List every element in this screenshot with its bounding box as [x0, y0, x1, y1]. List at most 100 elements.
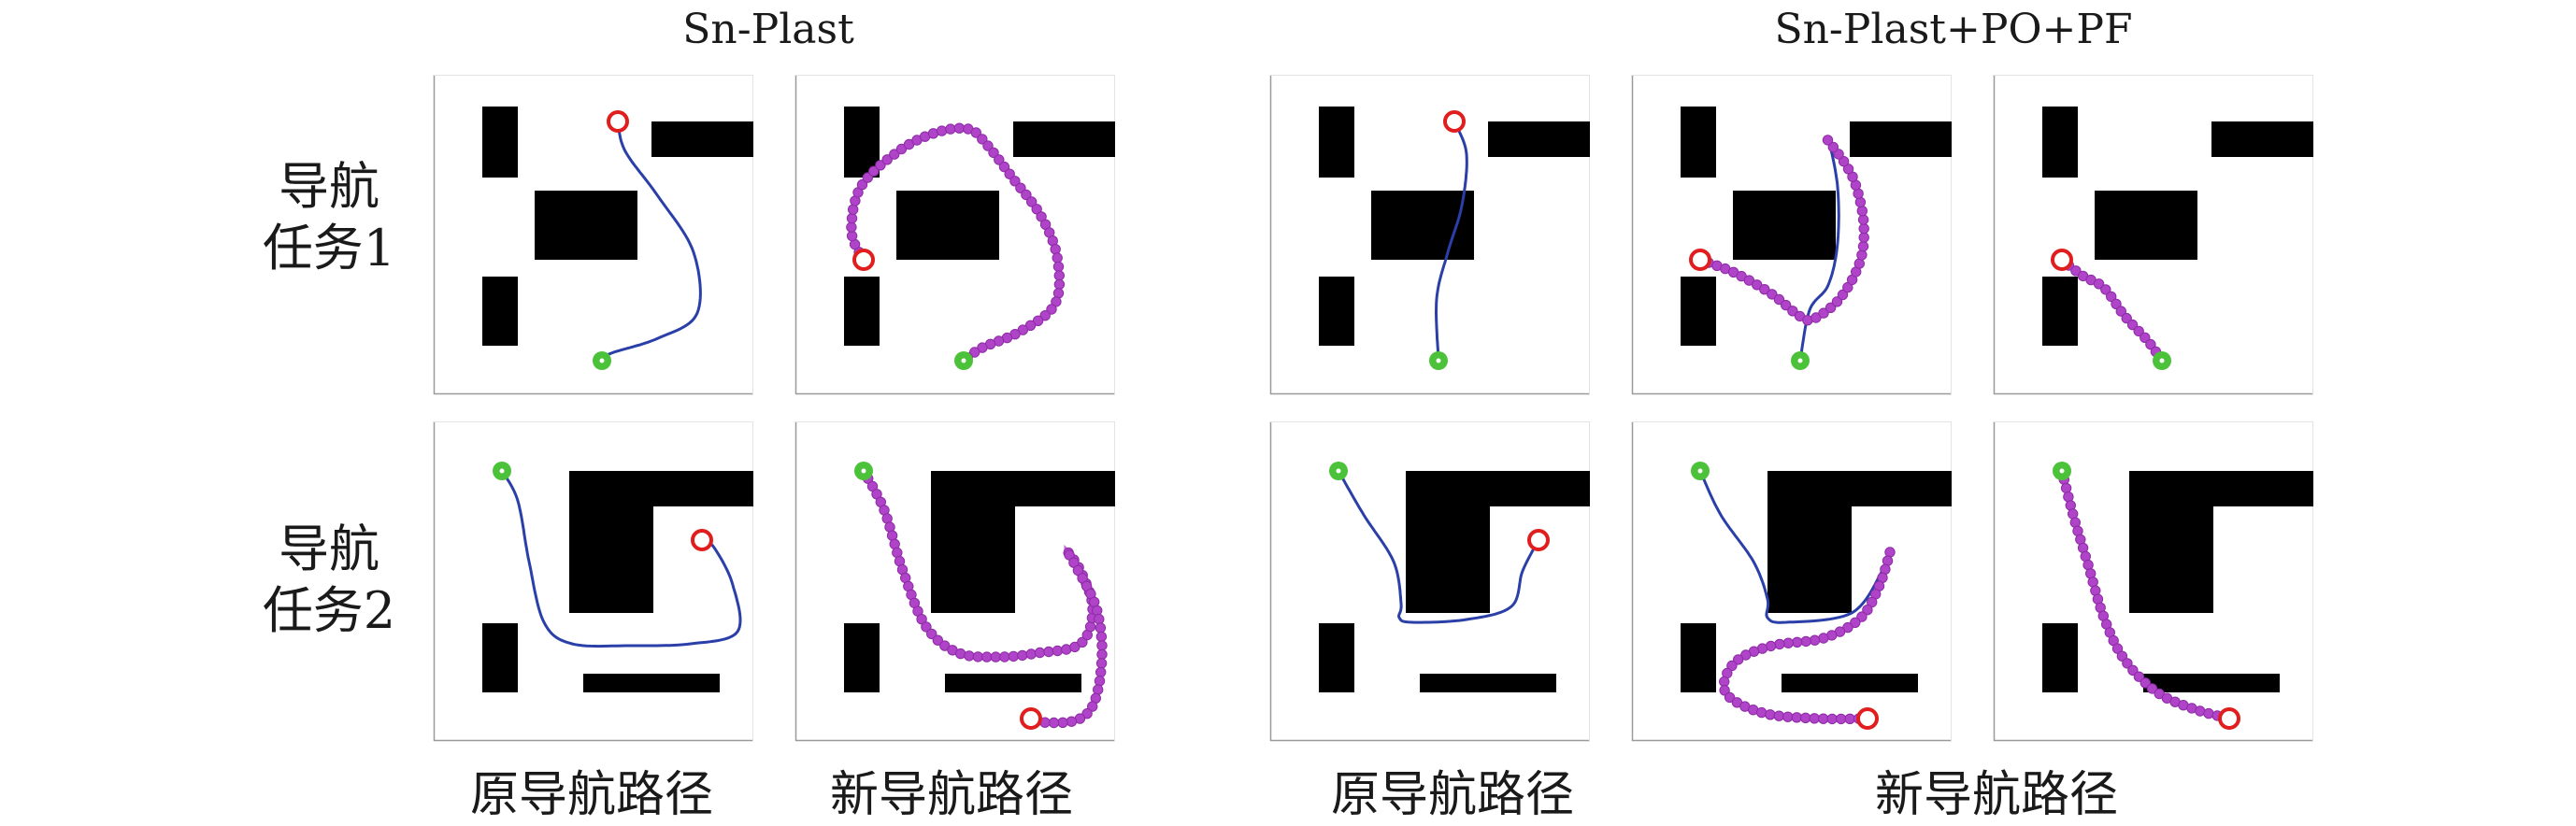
new-path	[1695, 135, 1869, 326]
goal-marker	[607, 110, 629, 133]
new-path-bead	[988, 147, 999, 159]
new-path-bead	[1818, 307, 1829, 319]
new-path-bead	[1850, 617, 1861, 629]
new-path-bead	[868, 165, 880, 177]
row-label-task-1-line1: 导航	[279, 157, 379, 216]
new-path-bead	[1862, 605, 1873, 616]
map-panel-task1-col4	[1631, 75, 1952, 395]
new-path-bead	[921, 621, 932, 633]
new-path-bead	[2100, 284, 2111, 295]
obstacle	[2042, 623, 2078, 692]
new-path-bead	[1052, 252, 1063, 263]
new-path-bead	[953, 122, 966, 134]
new-path-bead	[1844, 713, 1855, 724]
new-path-bead	[846, 230, 858, 242]
new-path-bead	[1052, 261, 1065, 273]
new-path-bead	[1719, 685, 1730, 696]
goal-marker	[1443, 110, 1466, 133]
new-path-bead	[1096, 648, 1108, 661]
new-path-bead	[977, 134, 988, 145]
map-panel-task2-col5	[1993, 421, 2313, 742]
new-path-bead	[1818, 713, 1829, 724]
new-path-bead	[1858, 232, 1869, 243]
new-path-bead	[972, 651, 984, 662]
new-path-bead	[1831, 296, 1843, 307]
new-path-bead	[2140, 332, 2151, 343]
obstacle	[1782, 674, 1918, 692]
obstacle	[569, 506, 653, 613]
obstacle	[1319, 107, 1354, 178]
new-path-bead	[1095, 622, 1107, 634]
new-path-bead	[862, 172, 874, 183]
new-path-bead	[1756, 706, 1767, 719]
new-path-bead	[1032, 315, 1044, 326]
new-path-bead	[970, 127, 982, 138]
new-path-bead	[1827, 141, 1839, 153]
title-sn-plast-po-pf: Sn-Plast+PO+PF	[1774, 6, 2132, 53]
obstacle	[1681, 277, 1716, 346]
new-path-bead	[926, 628, 937, 640]
new-path-bead	[977, 342, 988, 353]
new-path-bead	[1809, 634, 1821, 646]
original-path	[1337, 469, 1540, 624]
new-path-bead	[2111, 298, 2122, 310]
new-path-bead	[1782, 637, 1795, 648]
new-path-bead	[846, 212, 858, 224]
new-path-bead	[998, 161, 1010, 173]
new-path-bead	[1050, 244, 1061, 255]
new-path-bead	[2060, 482, 2072, 494]
new-path-bead	[895, 143, 908, 155]
original-path	[1698, 469, 1884, 624]
new-path-bead	[932, 634, 944, 646]
new-path-bead	[969, 347, 980, 358]
obstacle	[2042, 107, 2078, 178]
start-marker-center	[2059, 468, 2065, 474]
obstacle	[1681, 107, 1716, 178]
new-path-bead	[1773, 293, 1785, 306]
start-marker-center	[1697, 468, 1703, 474]
new-path-bead	[1081, 708, 1093, 719]
new-path-bead	[1008, 650, 1020, 662]
goal-marker	[1689, 249, 1711, 271]
new-path-bead	[2126, 319, 2139, 331]
new-path-bead	[1836, 713, 1847, 725]
obstacle	[1767, 471, 1952, 506]
new-path-bead	[2121, 312, 2132, 324]
original-path	[600, 120, 702, 363]
obstacle	[1733, 191, 1836, 260]
new-path-bead	[1838, 156, 1850, 167]
obstacle	[2143, 674, 2280, 692]
new-path-bead	[994, 154, 1005, 165]
new-path-bead	[1046, 304, 1057, 315]
obstacle	[482, 623, 518, 692]
new-path-bead	[1856, 206, 1868, 217]
new-path-bead	[1767, 289, 1778, 300]
new-path-bead	[1774, 638, 1785, 650]
new-path-bead	[1837, 289, 1849, 301]
start-marker-center	[499, 468, 505, 474]
new-path-bead	[1077, 636, 1088, 648]
original-path	[500, 469, 742, 648]
obstacle	[844, 277, 880, 346]
new-path-bead	[1724, 691, 1736, 704]
new-path-bead	[1759, 284, 1770, 295]
start-marker-center	[599, 358, 605, 363]
obstacle	[1767, 506, 1852, 613]
obstacle	[482, 277, 518, 346]
col-label-right-original: 原导航路径	[1331, 767, 1574, 823]
new-path-bead	[848, 204, 859, 215]
new-path-bead	[1792, 636, 1803, 648]
new-path-bead	[1095, 666, 1107, 678]
row-label-task-1-line2: 任务1	[263, 219, 395, 278]
new-path-bead	[1094, 676, 1106, 687]
goal-marker	[2051, 249, 2073, 271]
new-path-bead	[1818, 633, 1829, 644]
obstacle	[1406, 506, 1490, 613]
start-marker-center	[2159, 358, 2165, 363]
new-path-bead	[1057, 717, 1068, 728]
obstacle	[1319, 623, 1354, 692]
new-path-bead	[1791, 712, 1803, 723]
col-label-left-new: 新导航路径	[830, 767, 1073, 823]
new-path-bead	[1069, 641, 1080, 653]
